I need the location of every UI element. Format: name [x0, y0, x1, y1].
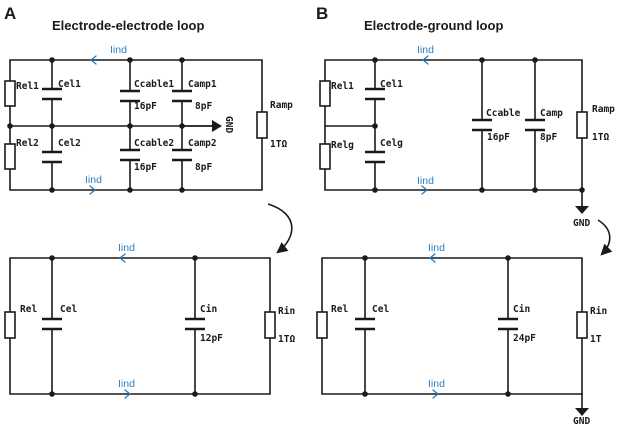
- a-bottom-current-arrow-right: [89, 185, 96, 195]
- a-top-current-label: Iind: [110, 44, 127, 56]
- a-camp2-value: 8pF: [195, 162, 212, 173]
- a-rin-label: Rin: [278, 306, 295, 317]
- b-rel1-resistor: [319, 80, 331, 107]
- b-cel-label: Cel: [372, 304, 389, 315]
- b-camp-value: 8pF: [540, 132, 557, 143]
- a-camp2-label: Camp2: [188, 138, 217, 149]
- b-cin-label: Cin: [513, 304, 530, 315]
- a-ramp-label: Ramp: [270, 100, 293, 111]
- b-bottom-bottom-current-arrow: [432, 389, 439, 399]
- a-rel-resistor: [4, 311, 16, 339]
- b-bottom-bottom-current-label: Iind: [428, 378, 445, 390]
- a-transform-arrow: [267, 203, 293, 254]
- b-bottom-current-arrow: [421, 185, 428, 195]
- a-cel1-label: Cel1: [58, 79, 81, 90]
- a-bottom-circuit: Rel Cel Cin 12pF Rin 1TΩ Iind Iind: [4, 242, 295, 399]
- b-bottom-gnd-label: GND: [573, 416, 590, 425]
- b-ramp-label: Ramp: [592, 104, 615, 115]
- b-transform-arrow: [597, 219, 613, 256]
- a-rel-label: Rel: [20, 304, 37, 315]
- a-bottom-top-current-arrow: [119, 253, 126, 263]
- a-ramp-value: 1TΩ: [270, 139, 287, 150]
- b-ccable-value: 16pF: [487, 132, 510, 143]
- b-bottom-gnd-symbol: [575, 408, 589, 416]
- a-rel2-resistor: [4, 143, 16, 170]
- a-ccable2-value: 16pF: [134, 162, 157, 173]
- a-cin-label: Cin: [200, 304, 217, 315]
- b-bottom-current-label: Iind: [417, 175, 434, 187]
- a-top-circuit: GND Rel1 Rel2 Cel1 Cel2 Ccable1 16pF Cca…: [4, 44, 293, 195]
- a-gnd-symbol: [212, 120, 222, 132]
- b-cin-value: 24pF: [513, 333, 536, 344]
- b-top-current-arrow: [422, 55, 429, 65]
- b-top-current-label: Iind: [417, 44, 434, 56]
- b-bottom-top-current-label: Iind: [428, 242, 445, 254]
- b-bottom-circuit: GND Rel Cel Cin 24pF Rin 1T Iind Iind: [316, 242, 607, 425]
- a-camp1-label: Camp1: [188, 79, 217, 90]
- b-top-gnd-symbol: [575, 206, 589, 214]
- b-top-circuit: GND Rel1 Relg Cel1 Celg Ccable 16pF Camp…: [319, 44, 615, 229]
- b-relg-resistor: [319, 143, 331, 170]
- a-rel2-label: Rel2: [16, 138, 39, 149]
- b-rin-label: Rin: [590, 306, 607, 317]
- a-ccable1-value: 16pF: [134, 101, 157, 112]
- a-bottom-top-current-label: Iind: [118, 242, 135, 254]
- b-rel-resistor: [316, 311, 328, 339]
- a-ccable1-label: Ccable1: [134, 79, 174, 90]
- b-ccable-label: Ccable: [486, 108, 521, 119]
- a-cel2-label: Cel2: [58, 138, 81, 149]
- b-rel1-label: Rel1: [331, 81, 354, 92]
- a-rel1-resistor: [4, 80, 16, 107]
- b-relg-label: Relg: [331, 140, 354, 151]
- b-celg-label: Celg: [380, 138, 403, 149]
- a-rin-resistor: [264, 311, 276, 339]
- panel-a-letter: A: [4, 4, 16, 23]
- panel-b-title: Electrode-ground loop: [364, 18, 503, 33]
- a-top-current-arrow-left: [90, 55, 97, 65]
- a-bottom-bottom-current-arrow: [124, 389, 131, 399]
- b-camp-label: Camp: [540, 108, 563, 119]
- panel-b-letter: B: [316, 4, 328, 23]
- b-top-gnd-label: GND: [573, 218, 590, 229]
- a-bottom-bottom-current-label: Iind: [118, 378, 135, 390]
- a-ccable2-label: Ccable2: [134, 138, 174, 149]
- b-cel1-label: Cel1: [380, 79, 403, 90]
- a-bottom-current-label: Iind: [85, 174, 102, 186]
- b-rel-label: Rel: [331, 304, 348, 315]
- a-rin-value: 1TΩ: [278, 334, 295, 345]
- a-cel-label: Cel: [60, 304, 77, 315]
- a-camp1-value: 8pF: [195, 101, 212, 112]
- a-ramp-resistor: [256, 111, 268, 139]
- b-ramp-value: 1TΩ: [592, 132, 609, 143]
- a-cin-value: 12pF: [200, 333, 223, 344]
- b-bottom-top-current-arrow: [429, 253, 436, 263]
- b-rin-value: 1T: [590, 334, 602, 345]
- a-rel1-label: Rel1: [16, 81, 39, 92]
- b-rin-resistor: [576, 311, 588, 339]
- a-gnd-label: GND: [223, 116, 234, 133]
- b-ramp-resistor: [576, 111, 588, 139]
- panel-a-title: Electrode-electrode loop: [52, 18, 204, 33]
